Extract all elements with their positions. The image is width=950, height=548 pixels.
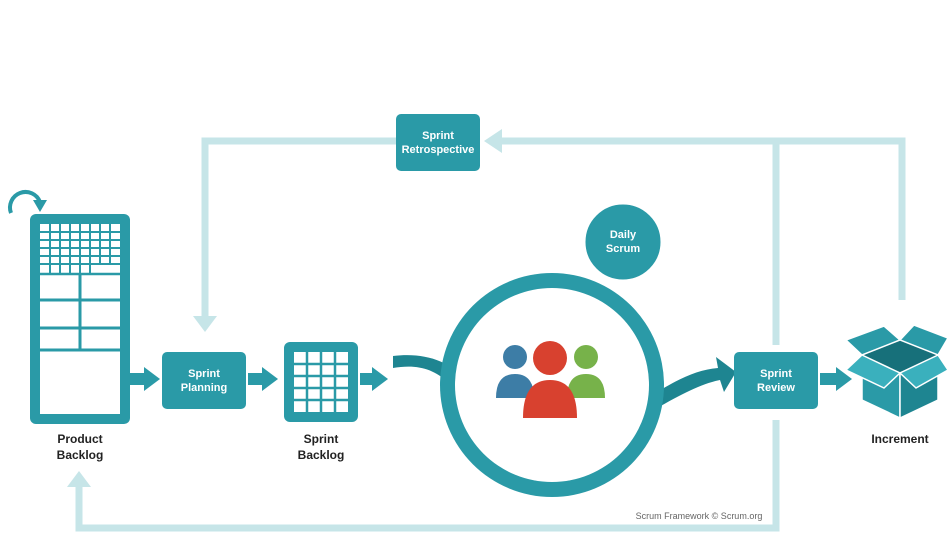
daily-scrum-event: Daily Scrum xyxy=(582,201,664,283)
feedback-loops xyxy=(75,137,906,532)
sprint-backlog-artifact: Sprint Backlog xyxy=(284,342,358,462)
sprint-review-event: Sprint Review xyxy=(734,352,818,409)
increment-to-retrospective-connector xyxy=(776,137,906,300)
review-line1: Sprint xyxy=(760,368,792,380)
sprint-planning-event: Sprint Planning xyxy=(162,352,246,409)
retrospective-to-planning-connector xyxy=(201,137,398,318)
sprint-backlog-line1: Sprint xyxy=(304,432,339,446)
daily-scrum-line2: Scrum xyxy=(606,243,640,255)
flow-arrows xyxy=(130,367,852,391)
product-backlog-line2: Backlog xyxy=(57,448,104,462)
increment-label: Increment xyxy=(871,432,928,446)
product-backlog-line1: Product xyxy=(57,432,102,446)
sprint-retrospective-event: Sprint Retrospective xyxy=(396,114,480,171)
planning-line1: Sprint xyxy=(188,368,220,380)
circular-arrow-icon xyxy=(8,190,42,214)
review-to-product-backlog-connector xyxy=(75,420,780,532)
retrospective-line1: Sprint xyxy=(422,130,454,142)
review-line2: Review xyxy=(757,382,795,394)
arrowhead-to-planning xyxy=(193,316,217,332)
retrospective-line2: Retrospective xyxy=(402,144,475,156)
arrowhead-to-product-backlog xyxy=(67,471,91,487)
product-backlog-artifact: Product Backlog xyxy=(8,190,130,462)
arrowhead-to-retrospective xyxy=(484,129,502,153)
sprint-backlog-line2: Backlog xyxy=(298,448,345,462)
increment-artifact: Increment xyxy=(844,324,950,446)
people-group-icon xyxy=(496,341,605,418)
scrum-team-label: 1 Scrum Team xyxy=(517,459,593,476)
open-box-icon xyxy=(844,324,950,420)
credit-text: Scrum Framework © Scrum.org xyxy=(636,511,763,521)
sprint-exit-swoosh xyxy=(645,357,736,412)
planning-line2: Planning xyxy=(181,382,227,394)
daily-scrum-line1: Daily xyxy=(610,229,637,241)
